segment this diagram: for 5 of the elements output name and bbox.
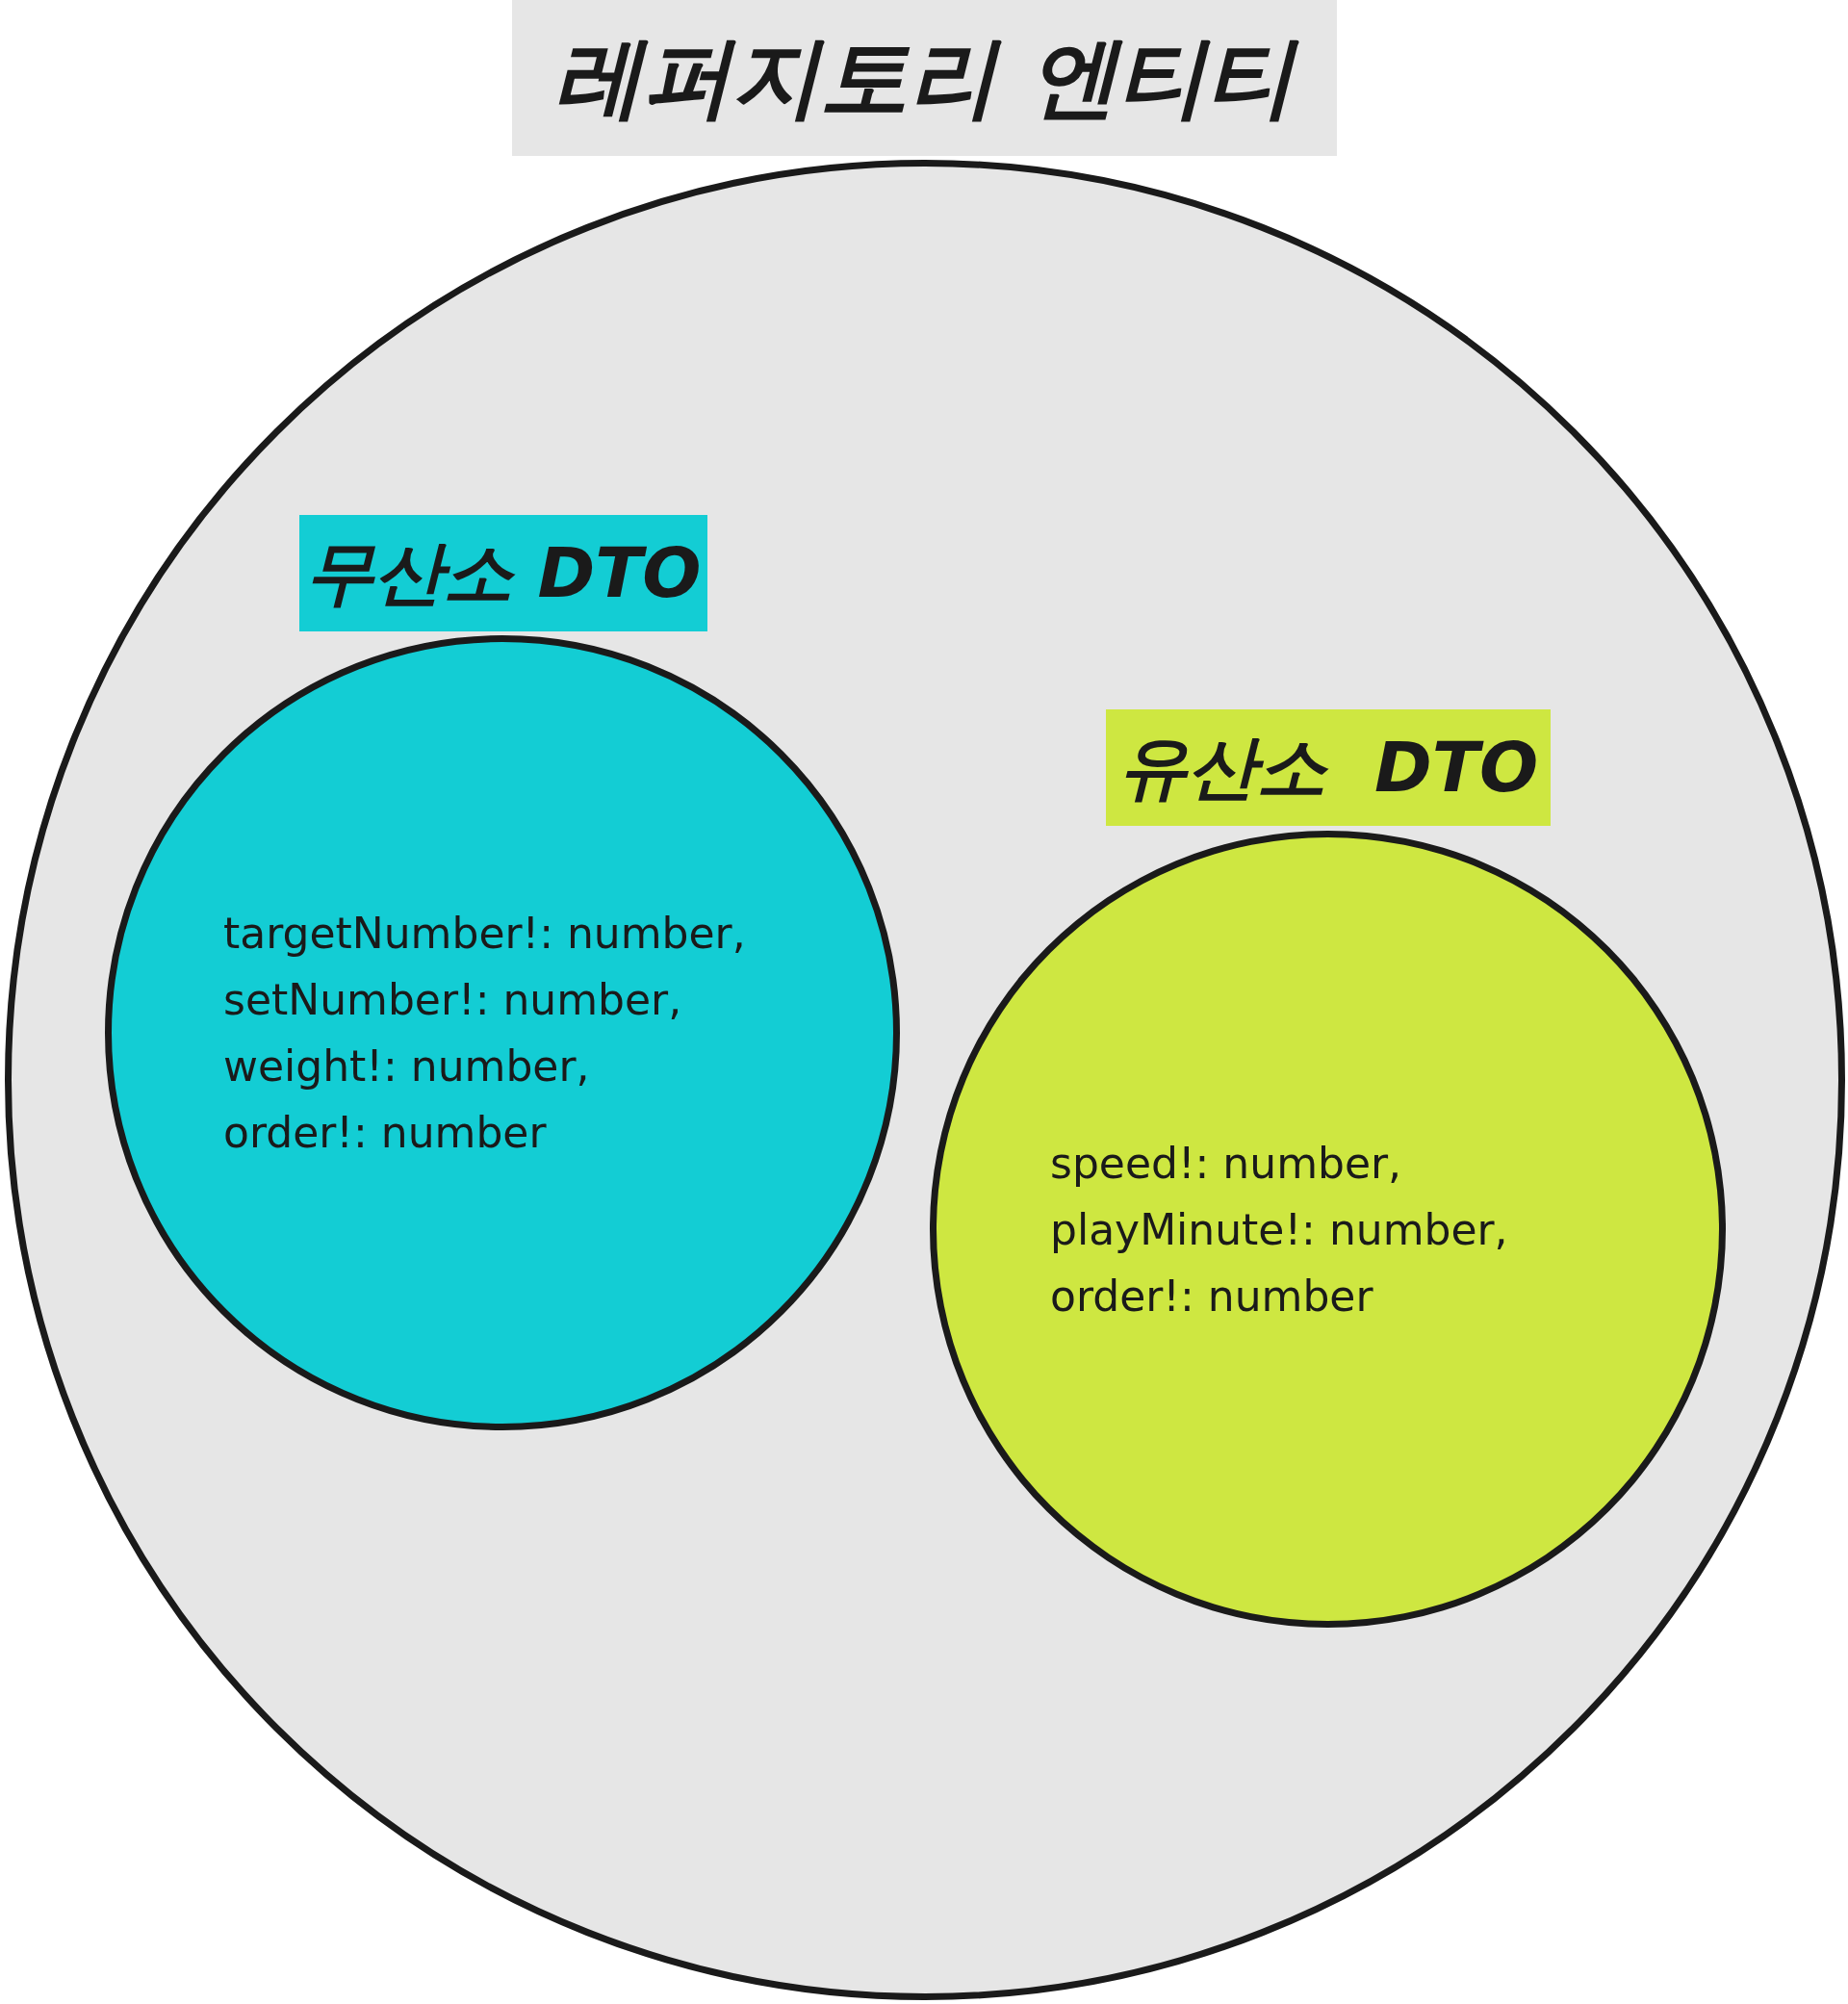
field-list: speed!: number, playMinute!: number, order!: number [1050,1130,1508,1329]
heading-label: 무산소 DTO [299,515,707,631]
heading-label: 유산소 DTO [1106,709,1551,826]
heading-label: 레퍼지토리 엔티티 [512,0,1337,156]
field-list: targetNumber!: number, setNumber!: number, weight!: number, order!: number [223,900,746,1166]
